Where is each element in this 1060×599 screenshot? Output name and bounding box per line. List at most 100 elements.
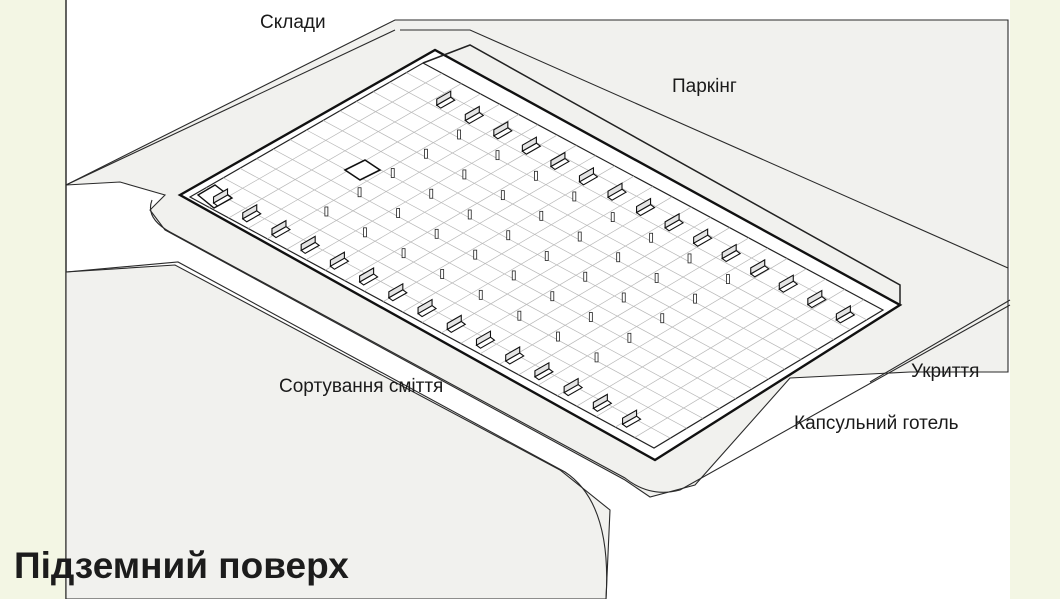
parking-block-face: [417, 298, 433, 315]
parking-block-face: [242, 203, 258, 220]
column: [363, 227, 367, 238]
parking-block-face: [446, 314, 462, 331]
parking-block-face: [578, 166, 595, 183]
parking-block-face: [505, 346, 521, 362]
parking-ramp-edge: [422, 44, 901, 305]
column: [616, 252, 621, 263]
parking-block-face: [778, 274, 794, 291]
road-edge-warehouses: [65, 29, 396, 186]
parking-block-face: [664, 212, 680, 229]
label-parking: Паркінг: [672, 76, 737, 97]
grid-line: [356, 100, 818, 350]
column: [357, 187, 362, 198]
column: [467, 209, 472, 220]
column: [621, 292, 626, 303]
column: [429, 188, 434, 199]
parking-block-face: [475, 330, 492, 347]
grid-line: [239, 167, 704, 419]
page-title: Підземний поверх: [14, 545, 349, 586]
column: [506, 230, 511, 241]
stair-core: [343, 159, 382, 181]
column: [594, 352, 599, 363]
column: [610, 212, 615, 223]
column: [577, 231, 582, 242]
parking-block-face: [464, 105, 480, 122]
column: [534, 170, 538, 181]
column: [500, 190, 505, 201]
column: [726, 274, 730, 284]
label-shelter: Укриття: [911, 361, 980, 382]
grid-line: [322, 120, 786, 370]
column: [440, 269, 445, 279]
parking-block-face: [300, 235, 316, 252]
column: [544, 251, 549, 261]
grid-line: [256, 158, 720, 409]
parking-block-face: [592, 393, 608, 410]
grid-line: [389, 81, 851, 331]
column: [457, 129, 461, 140]
column: [517, 310, 522, 321]
column: [693, 293, 697, 304]
grid-line: [306, 129, 769, 380]
parking-block-face: [271, 219, 287, 236]
parking-block-face: [359, 267, 375, 283]
parking-block-face: [493, 120, 509, 137]
column: [660, 313, 665, 324]
column: [324, 206, 329, 217]
grid-line: [223, 177, 687, 429]
parking-block-face: [750, 258, 766, 275]
column: [424, 148, 428, 159]
label-warehouses: Склади: [260, 12, 326, 33]
parking-blocks: [212, 90, 856, 428]
column: [473, 249, 478, 260]
column: [583, 271, 588, 282]
column: [649, 232, 654, 243]
parking-block-face: [835, 304, 851, 321]
column: [390, 168, 395, 178]
column: [401, 248, 406, 259]
parking-block-face: [721, 243, 737, 260]
column: [572, 191, 577, 202]
parking-block-face: [636, 197, 652, 214]
parking-block-face: [607, 182, 623, 199]
road-edge-inner: [149, 199, 1011, 493]
building: [177, 44, 903, 462]
column: [627, 332, 632, 343]
column: [396, 208, 401, 218]
road-edges: [65, 29, 1011, 599]
column: [478, 289, 483, 300]
column: [462, 169, 467, 180]
parking-block-face: [807, 289, 823, 306]
road-edge-outer: [65, 261, 608, 599]
column: [550, 291, 555, 302]
column: [654, 273, 659, 283]
label-capsule-hotel: Капсульний готель: [794, 413, 959, 434]
parking-block-face: [212, 188, 229, 204]
grid-line: [273, 148, 736, 400]
parking-block-face: [563, 377, 579, 394]
grid-line: [372, 91, 835, 340]
parking-block-face: [436, 90, 452, 107]
road-edge-parking: [400, 29, 1009, 269]
column: [511, 270, 516, 281]
column: [556, 331, 560, 342]
parking-block-face: [521, 136, 537, 153]
label-waste-sorting: Сортування сміття: [279, 376, 444, 397]
column: [495, 150, 500, 161]
column: [539, 210, 544, 221]
parking-block-face: [534, 361, 550, 378]
grid-line: [289, 139, 753, 390]
column: [588, 312, 593, 322]
column: [434, 228, 439, 239]
parking-block-face: [693, 228, 709, 245]
parking-block-face: [550, 151, 566, 168]
parking-block-face: [622, 409, 638, 426]
columns: [324, 129, 730, 363]
column: [687, 253, 692, 264]
grid-line: [339, 110, 802, 360]
parking-block-face: [329, 251, 345, 268]
road-edge-shelter: [869, 299, 1011, 383]
parking-block-face: [388, 282, 404, 299]
